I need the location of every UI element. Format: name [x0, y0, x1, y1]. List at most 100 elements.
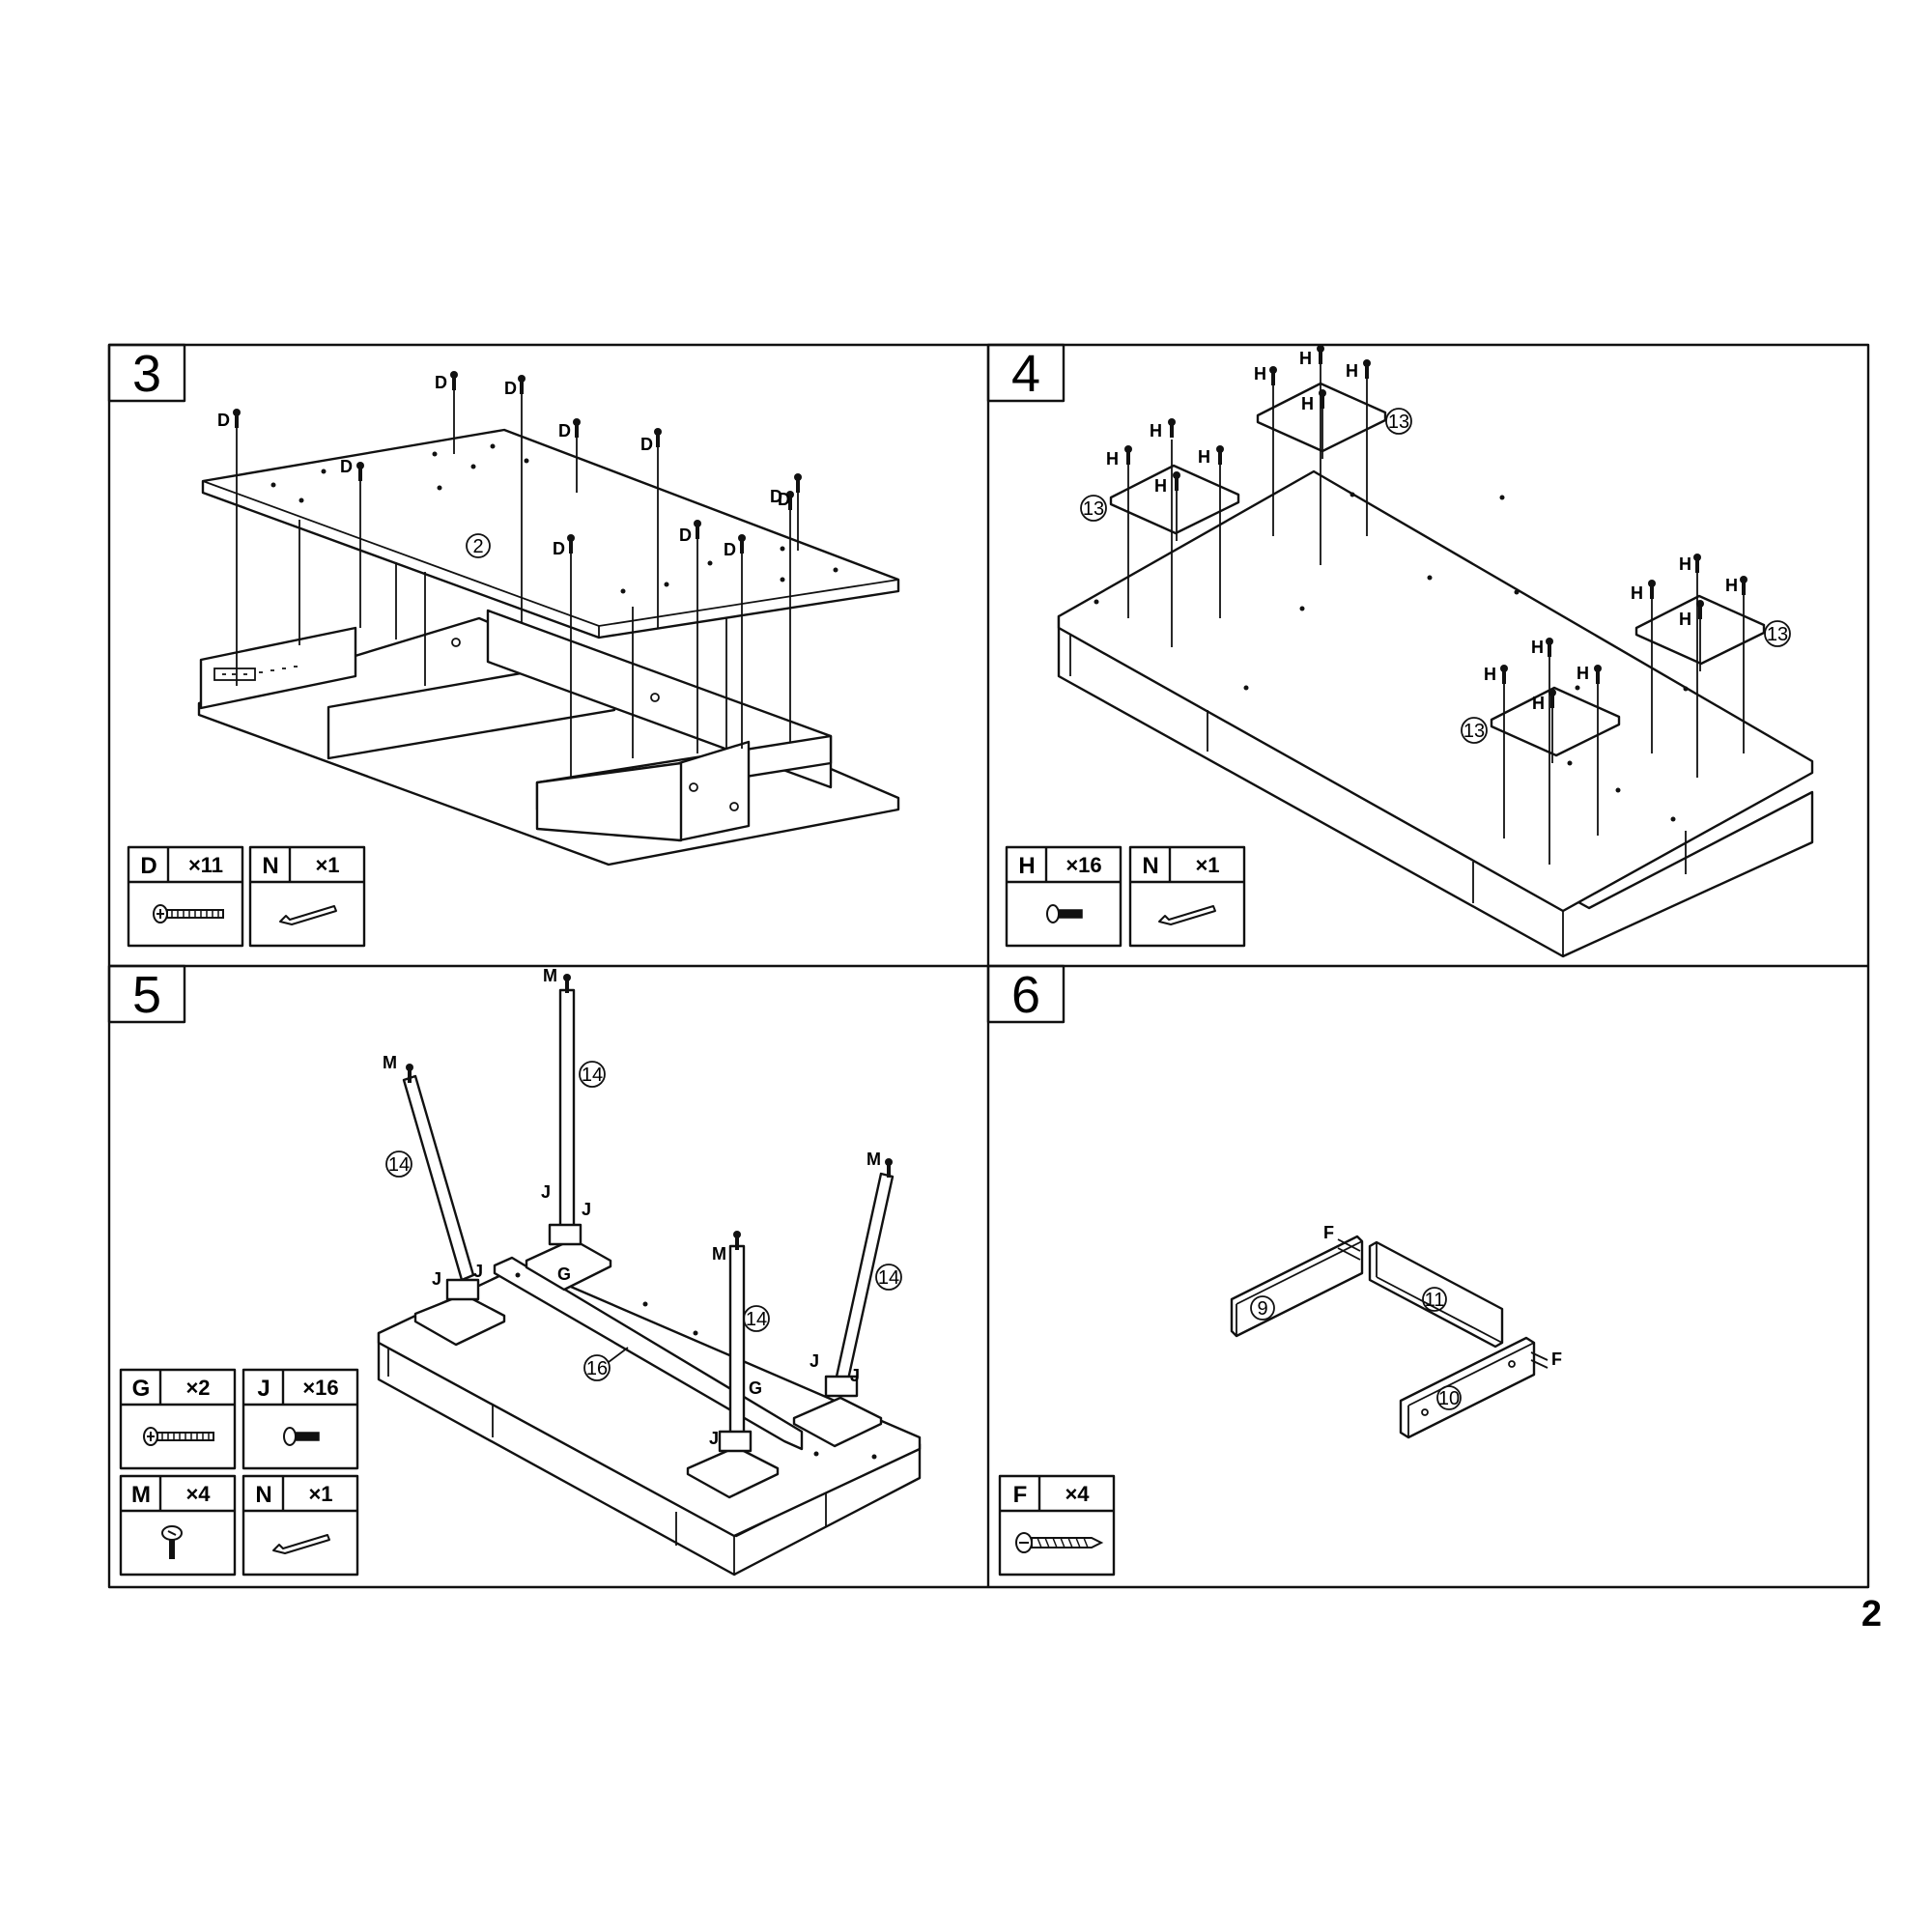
- svg-text:G: G: [557, 1264, 571, 1284]
- svg-text:×1: ×1: [315, 853, 339, 877]
- svg-text:×1: ×1: [308, 1482, 332, 1506]
- long-screw-icon: [153, 904, 224, 923]
- svg-text:D: D: [217, 411, 230, 430]
- svg-text:H: H: [1531, 638, 1544, 657]
- svg-text:16: 16: [586, 1358, 608, 1379]
- svg-text:14: 14: [878, 1267, 899, 1289]
- m-feet: [406, 974, 893, 1250]
- svg-text:×2: ×2: [185, 1376, 210, 1400]
- svg-text:J: J: [582, 1200, 591, 1219]
- svg-text:M: M: [383, 1053, 397, 1072]
- wood-screw-icon: [1015, 1532, 1102, 1553]
- svg-text:×16: ×16: [302, 1376, 338, 1400]
- svg-text:D: D: [340, 457, 353, 476]
- svg-text:×4: ×4: [185, 1482, 211, 1506]
- h-screw-guides: [1127, 355, 1745, 865]
- part-callouts: 9 11 10: [1250, 1287, 1462, 1410]
- part-callouts-13: 13 13 13 13: [1080, 408, 1791, 744]
- step-5-panel: 5: [107, 964, 922, 1577]
- f-screw-guides: [1337, 1238, 1548, 1369]
- hardware-box-n: N ×1: [1128, 845, 1246, 948]
- svg-text:H: H: [1484, 665, 1496, 684]
- svg-text:G: G: [749, 1378, 762, 1398]
- svg-text:N: N: [255, 1482, 271, 1508]
- svg-text:J: J: [257, 1376, 270, 1402]
- part-callouts: 14 14 14 14 16: [385, 1061, 902, 1381]
- svg-text:H: H: [1532, 694, 1545, 713]
- svg-text:H: H: [1198, 447, 1210, 467]
- svg-text:D: D: [435, 373, 447, 392]
- h-labels: H H H H H H H H H H H H H H H H: [1106, 349, 1738, 713]
- hardware-box-h: H ×16: [1005, 845, 1122, 948]
- svg-text:9: 9: [1257, 1298, 1267, 1320]
- svg-text:M: M: [867, 1150, 881, 1169]
- drawer-frame: [1230, 1235, 1536, 1439]
- step-number-box: [986, 343, 1065, 403]
- svg-text:H: H: [1299, 349, 1312, 368]
- step-number-box: [107, 343, 186, 403]
- allen-key-icon: [279, 905, 337, 925]
- step-number-box: [107, 964, 186, 1024]
- legs-14: [402, 988, 895, 1453]
- svg-text:M: M: [131, 1482, 151, 1508]
- svg-text:M: M: [543, 966, 557, 985]
- svg-text:F: F: [1551, 1350, 1562, 1369]
- svg-text:J: J: [541, 1182, 551, 1202]
- svg-text:D: D: [504, 379, 517, 398]
- svg-text:H: H: [1577, 664, 1589, 683]
- glide-foot-icon: [161, 1525, 183, 1560]
- svg-text:H: H: [1631, 583, 1643, 603]
- step-number: 3: [132, 345, 161, 403]
- svg-text:D: D: [640, 435, 653, 454]
- allen-key-icon: [1158, 905, 1216, 925]
- svg-text:J: J: [810, 1351, 819, 1371]
- carcass-drawing: [197, 609, 900, 867]
- svg-text:11: 11: [1425, 1290, 1445, 1311]
- svg-text:×16: ×16: [1065, 853, 1101, 877]
- svg-text:G: G: [132, 1376, 151, 1402]
- svg-text:N: N: [262, 853, 278, 879]
- svg-text:H: H: [1154, 476, 1167, 496]
- svg-text:D: D: [770, 487, 782, 506]
- svg-text:H: H: [1301, 394, 1314, 413]
- svg-text:F: F: [1013, 1482, 1028, 1508]
- hardware-box-j: J ×16: [242, 1368, 359, 1470]
- mounting-plates: [1109, 382, 1766, 757]
- svg-text:×11: ×11: [188, 853, 223, 877]
- svg-text:13: 13: [1463, 721, 1485, 742]
- svg-text:J: J: [473, 1262, 483, 1281]
- svg-text:N: N: [1142, 853, 1158, 879]
- svg-text:D: D: [553, 539, 565, 558]
- hardware-box-d: D ×11: [127, 845, 244, 948]
- svg-text:10: 10: [1438, 1388, 1460, 1409]
- svg-text:M: M: [712, 1244, 726, 1264]
- allen-key-icon: [272, 1534, 330, 1554]
- svg-text:13: 13: [1083, 498, 1104, 520]
- svg-text:×4: ×4: [1065, 1482, 1090, 1506]
- short-screw-icon: [1046, 904, 1083, 923]
- svg-text:H: H: [1254, 364, 1266, 384]
- hardware-box-m: M ×4: [119, 1474, 237, 1577]
- svg-text:J: J: [432, 1269, 441, 1289]
- svg-text:H: H: [1679, 554, 1691, 574]
- step-number: 5: [132, 966, 161, 1024]
- svg-text:H: H: [1725, 576, 1738, 595]
- d-labels: D D D D D D D D D D D: [217, 373, 790, 559]
- screw-guides: [236, 383, 799, 778]
- carcass-drawing: [377, 1256, 922, 1577]
- svg-text:14: 14: [388, 1154, 410, 1176]
- svg-text:J: J: [709, 1429, 719, 1448]
- step-3-panel: 3: [107, 343, 900, 948]
- svg-text:F: F: [1323, 1223, 1334, 1242]
- step-number-box: [986, 964, 1065, 1024]
- step-number: 6: [1011, 966, 1040, 1024]
- part-callout-2: 2: [472, 536, 483, 557]
- hardware-box-n: N ×1: [242, 1474, 359, 1577]
- page-number: 2: [1861, 1594, 1882, 1634]
- hardware-box-n: N ×1: [248, 845, 366, 948]
- svg-text:H: H: [1018, 853, 1035, 879]
- svg-text:H: H: [1679, 610, 1691, 629]
- hardware-box-g: G ×2: [119, 1368, 237, 1470]
- f-labels: F F: [1323, 1223, 1562, 1369]
